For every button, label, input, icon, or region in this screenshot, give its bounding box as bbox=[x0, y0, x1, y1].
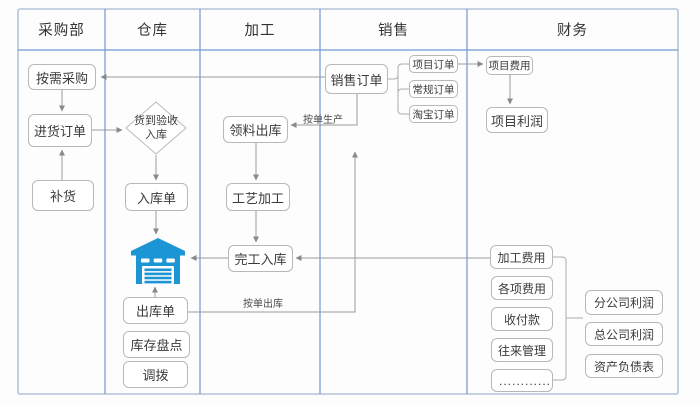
node-regular-order: 常规订单 bbox=[409, 80, 458, 98]
node-taobao-order: 淘宝订单 bbox=[409, 105, 458, 123]
sales-order-fork bbox=[388, 63, 409, 115]
node-purchase-order: 进货订单 bbox=[28, 114, 92, 147]
lane-header-process: 加工 bbox=[244, 23, 276, 39]
node-replenish: 补货 bbox=[32, 180, 94, 211]
receive-check-diamond bbox=[125, 101, 187, 155]
lane-header-purchase: 采购部 bbox=[38, 23, 85, 39]
node-contacts: 往来管理 bbox=[491, 338, 553, 362]
lane-header-sales: 销售 bbox=[378, 23, 409, 39]
edge-label-produce-by-order: 按单生产 bbox=[303, 115, 343, 126]
node-project-cost: 项目费用 bbox=[486, 56, 533, 75]
node-project-profit: 项目利润 bbox=[486, 107, 548, 133]
node-balance-sheet: 资产负债表 bbox=[585, 354, 663, 378]
node-craft-process: 工艺加工 bbox=[226, 183, 290, 211]
edge-outbound-to-salesorder bbox=[188, 151, 358, 313]
edge-salesorder-to-materialout bbox=[290, 94, 358, 128]
node-project-order: 项目订单 bbox=[409, 55, 458, 73]
node-receive-check-label: 货到验收入库 bbox=[134, 115, 178, 141]
finance-brace bbox=[553, 256, 583, 381]
lane-header-finance: 财务 bbox=[557, 23, 588, 39]
swimlane-outer-border bbox=[17, 8, 679, 395]
node-hq-profit: 总公司利润 bbox=[585, 322, 663, 346]
node-more-items: ............ bbox=[491, 369, 553, 392]
node-outbound-order: 出库单 bbox=[123, 297, 188, 324]
node-various-cost: 各项费用 bbox=[491, 276, 553, 300]
node-payments: 收付款 bbox=[491, 307, 553, 331]
node-transfer: 调拨 bbox=[123, 361, 188, 388]
swimlane-dividers bbox=[18, 9, 678, 394]
node-material-out: 领料出库 bbox=[223, 116, 288, 143]
node-sales-order: 销售订单 bbox=[325, 64, 388, 94]
node-demand-purchase: 按需采购 bbox=[28, 64, 96, 90]
node-inbound-order: 入库单 bbox=[125, 183, 188, 211]
edge-label-outbound-by-order: 按单出库 bbox=[243, 299, 283, 310]
node-finish-in: 完工入库 bbox=[228, 245, 293, 272]
node-stock-count: 库存盘点 bbox=[123, 331, 190, 358]
node-branch-profit: 分公司利润 bbox=[585, 290, 663, 315]
lane-header-warehouse: 仓库 bbox=[137, 23, 168, 39]
node-process-cost: 加工费用 bbox=[490, 245, 553, 269]
warehouse-icon bbox=[130, 238, 186, 284]
